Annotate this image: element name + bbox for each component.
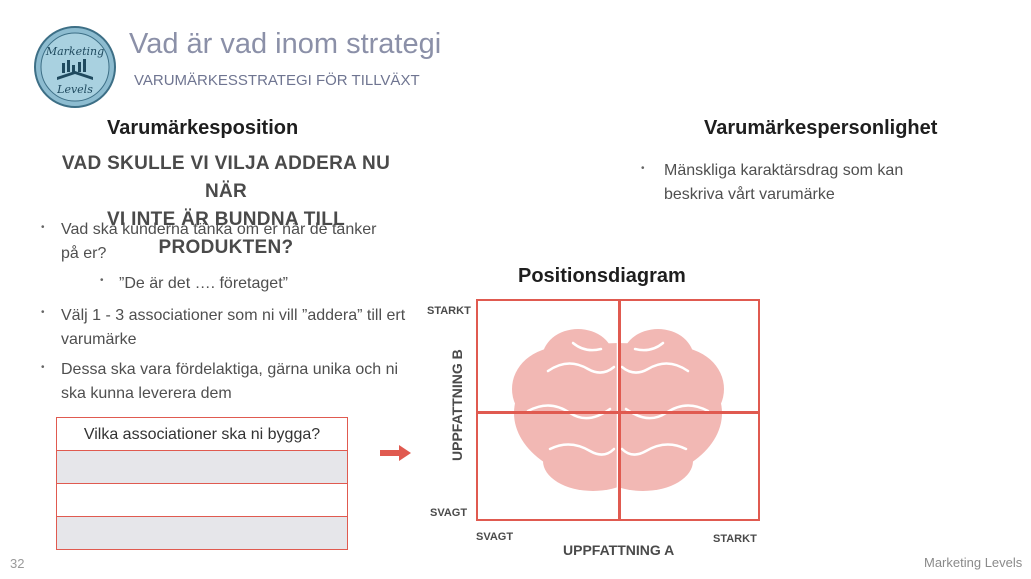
bullet-item: Vad ska kunderna tänka om er när de tänk…	[61, 221, 377, 262]
brand-logo: Marketing Levels	[33, 25, 117, 109]
y-axis-weak-label: SVAGT	[430, 507, 468, 519]
bullet-icon: •	[41, 362, 45, 373]
positioning-grid	[476, 299, 760, 521]
key-question-line-1: VAD SKULLE VI VILJA ADDERA NU NÄR	[61, 153, 391, 202]
bullet-icon: •	[41, 307, 45, 318]
sub-bullet-item: ”De är det …. företaget”	[119, 275, 288, 292]
arrow-right-icon	[380, 445, 412, 466]
bullet-item: Dessa ska vara fördelaktiga, gärna unika…	[61, 361, 399, 402]
bullet-icon: •	[641, 163, 645, 174]
book-icon	[57, 59, 93, 80]
page-subtitle: VARUMÄRKESSTRATEGI FÖR TILLVÄXT	[134, 72, 420, 89]
x-axis-title: UPPFATTNING A	[563, 542, 675, 558]
bullet-icon: •	[100, 275, 104, 286]
table-row	[57, 483, 347, 516]
bullet-icon: •	[41, 222, 45, 233]
y-axis-title: UPPFATTNING B	[449, 349, 465, 461]
bullet-item: Mänskliga karaktärsdrag som kan beskriva…	[664, 162, 904, 203]
y-axis-strong-label: STARKT	[427, 305, 471, 317]
brand-position-heading: Varumärkesposition	[107, 117, 299, 139]
page-title: Vad är vad inom strategi	[129, 28, 442, 60]
svg-text:Marketing: Marketing	[45, 45, 104, 58]
page-number: 32	[10, 556, 25, 571]
x-axis-strong-label: STARKT	[713, 533, 757, 545]
table-row	[57, 450, 347, 483]
svg-text:Levels: Levels	[56, 83, 93, 96]
table-row	[57, 516, 347, 549]
key-question: VAD SKULLE VI VILJA ADDERA NU NÄR VI INT…	[40, 150, 412, 262]
bullet-item: Välj 1 - 3 associationer som ni vill ”ad…	[61, 307, 406, 348]
x-axis-weak-label: SVAGT	[476, 531, 514, 543]
footer-brand: Marketing Levels	[924, 555, 1023, 570]
associations-table: Vilka associationer ska ni bygga?	[56, 417, 348, 550]
grid-horizontal-divider	[478, 411, 758, 414]
grid-vertical-divider	[618, 301, 621, 519]
key-question-line-2: VI INTE ÄR BUNDNA TILL PRODUKTEN?	[106, 209, 346, 258]
diagram-title: Positionsdiagram	[518, 265, 686, 287]
associations-table-header: Vilka associationer ska ni bygga?	[83, 426, 321, 443]
brand-personality-heading: Varumärkespersonlighet	[704, 117, 938, 139]
